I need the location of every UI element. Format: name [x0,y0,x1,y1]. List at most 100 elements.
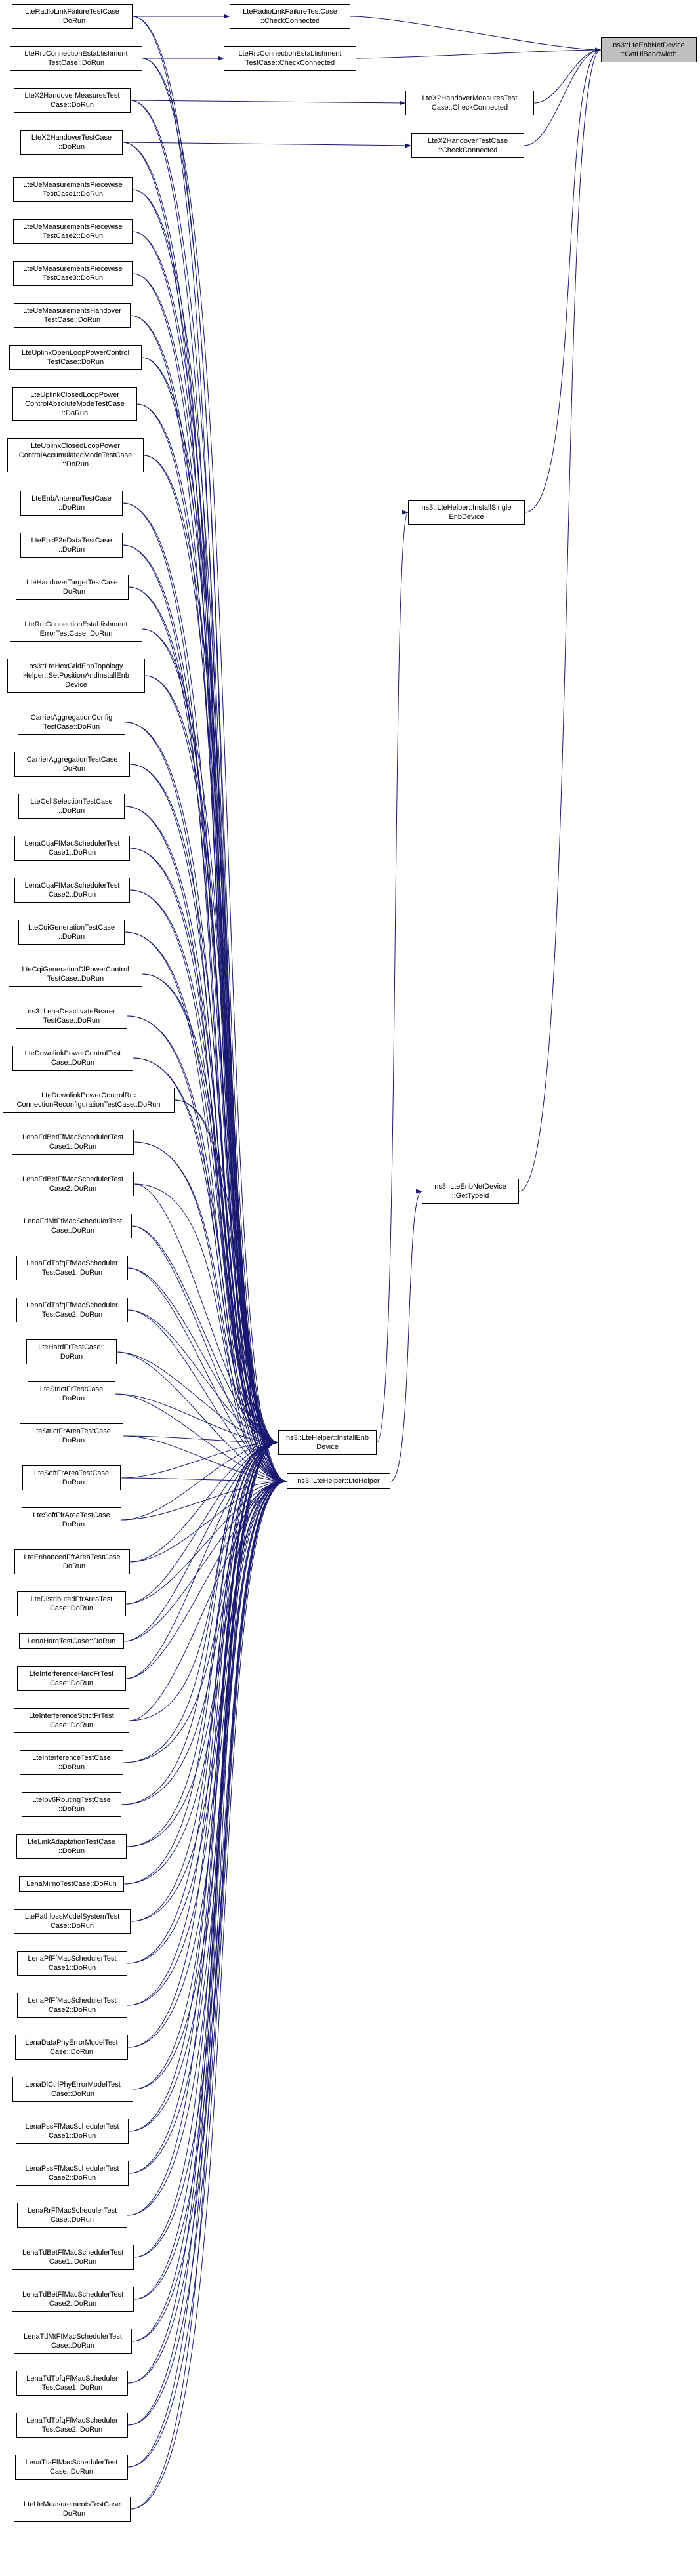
node-rlf-check[interactable]: LteRadioLinkFailureTestCase::CheckConnec… [230,4,350,29]
node-label: Case::DoRun [51,1227,95,1235]
node-label: ::DoRun [61,409,89,417]
node-label: LtePathlossModelSystemTest [24,1913,120,1921]
edge-install-enb-to-single-enb [376,510,409,1443]
node-radio-link-failure-dorun[interactable]: LteRadioLinkFailureTestCase::DoRun [12,4,133,29]
node-hard-fr-dorun[interactable]: LteHardFrTestCase::DoRun [26,1339,117,1364]
node-get-typeid[interactable]: ns3::LteEnbNetDevice::GetTypeId [422,1179,519,1204]
node-x2-check[interactable]: LteX2HandoverTestCase::CheckConnected [411,133,524,158]
node-interference-dorun[interactable]: LteInterferenceTestCase::DoRun [20,1750,123,1775]
edge-pss-scheduler2-dorun-to-install-enb [128,1440,279,2174]
node-label: LenaFdTbfqFfMacScheduler [26,1259,118,1267]
node-label: ::GetUlBandwidth [621,51,677,58]
node-harq-dorun[interactable]: LenaHarqTestCase::DoRun [19,1633,124,1649]
node-label: Case::DoRun [49,1605,94,1612]
node-label: LteStrictFrTestCase [39,1385,104,1393]
edge-single-enb-to-target [524,47,602,513]
node-soft-ffr-area-dorun[interactable]: LteSoftFfrAreaTestCase::DoRun [22,1507,121,1532]
edge-rrc-conn-establishment-dorun-to-lte-helper [142,58,287,1484]
node-strict-fr-area-dorun[interactable]: LteStrictFrAreaTestCase::DoRun [20,1423,123,1448]
node-cell-selection-dorun[interactable]: LteCellSelectionTestCase::DoRun [18,794,125,819]
node-label: Case2::DoRun [48,2006,96,2014]
node-label: ::DoRun [58,1763,85,1771]
node-carrier-aggregation-dorun[interactable]: CarrierAggregationTestCase::DoRun [14,752,130,777]
node-label: Case2::DoRun [48,891,96,899]
node-epc-e2e-data-dorun[interactable]: LteEpcE2eDataTestCase::DoRun [20,533,123,558]
node-label: LteHandoverTargetTestCase [26,579,118,586]
node-label: LteUeMeasurementsHandover [23,307,121,315]
edge-cell-selection-dorun-to-install-enb [124,806,279,1445]
node-label: LenaRrFfMacSchedulerTest [27,2207,117,2215]
node-mimo-dorun[interactable]: LenaMimoTestCase::DoRun [19,1876,124,1892]
node-target[interactable]: ns3::LteEnbNetDevice::GetUlBandwidth [601,37,697,62]
node-handover-target-dorun[interactable]: LteHandoverTargetTestCase::DoRun [16,575,129,600]
edge-epc-e2e-data-dorun-to-lte-helper [122,544,287,1484]
node-enb-antenna-dorun[interactable]: LteEnbAntennaTestCase::DoRun [20,491,123,516]
node-label: Case::DoRun [50,101,94,109]
node-soft-fr-area-dorun[interactable]: LteSoftFrAreaTestCase::DoRun [22,1465,121,1490]
node-strict-fr-dorun[interactable]: LteStrictFrTestCase::DoRun [28,1381,115,1406]
node-ipv6-routing-dorun[interactable]: LteIpv6RoutingTestCase::DoRun [22,1792,121,1817]
node-ue-measurements-dorun[interactable]: LteUeMeasurementsTestCase::DoRun [14,2497,131,2522]
edge-pf-scheduler1-dorun-to-lte-helper [127,1479,287,1964]
node-cqi-generation-dorun[interactable]: LteCqiGenerationTestCase::DoRun [18,920,125,945]
edge-cqa-scheduler1-dorun-to-lte-helper [129,848,287,1484]
node-enhanced-ffr-area-dorun[interactable]: LteEnhancedFfrAreaTestCase::DoRun [14,1549,130,1574]
node-label: LteSoftFrAreaTestCase [33,1469,110,1477]
node-label: ::DoRun [58,765,86,773]
edge-data-phy-error-model-dorun-to-install-enb [127,1440,279,2048]
node-label: TestCase1::DoRun [42,190,104,198]
node-x2-handover-dorun[interactable]: LteX2HandoverTestCase::DoRun [20,130,123,155]
node-link-adaptation-dorun[interactable]: LteLinkAdaptationTestCase::DoRun [16,1834,127,1859]
node-label: TestCase::DoRun [43,723,100,731]
node-lte-helper[interactable]: ns3::LteHelper::LteHelper [287,1473,390,1489]
edge-downlink-power-control-dorun-to-lte-helper [133,1057,287,1484]
node-label: LenaFdBetFfMacSchedulerTest [22,1134,124,1141]
node-label: ::DoRun [58,143,85,151]
node-label: LenaPssFfMacSchedulerTest [25,2165,119,2173]
